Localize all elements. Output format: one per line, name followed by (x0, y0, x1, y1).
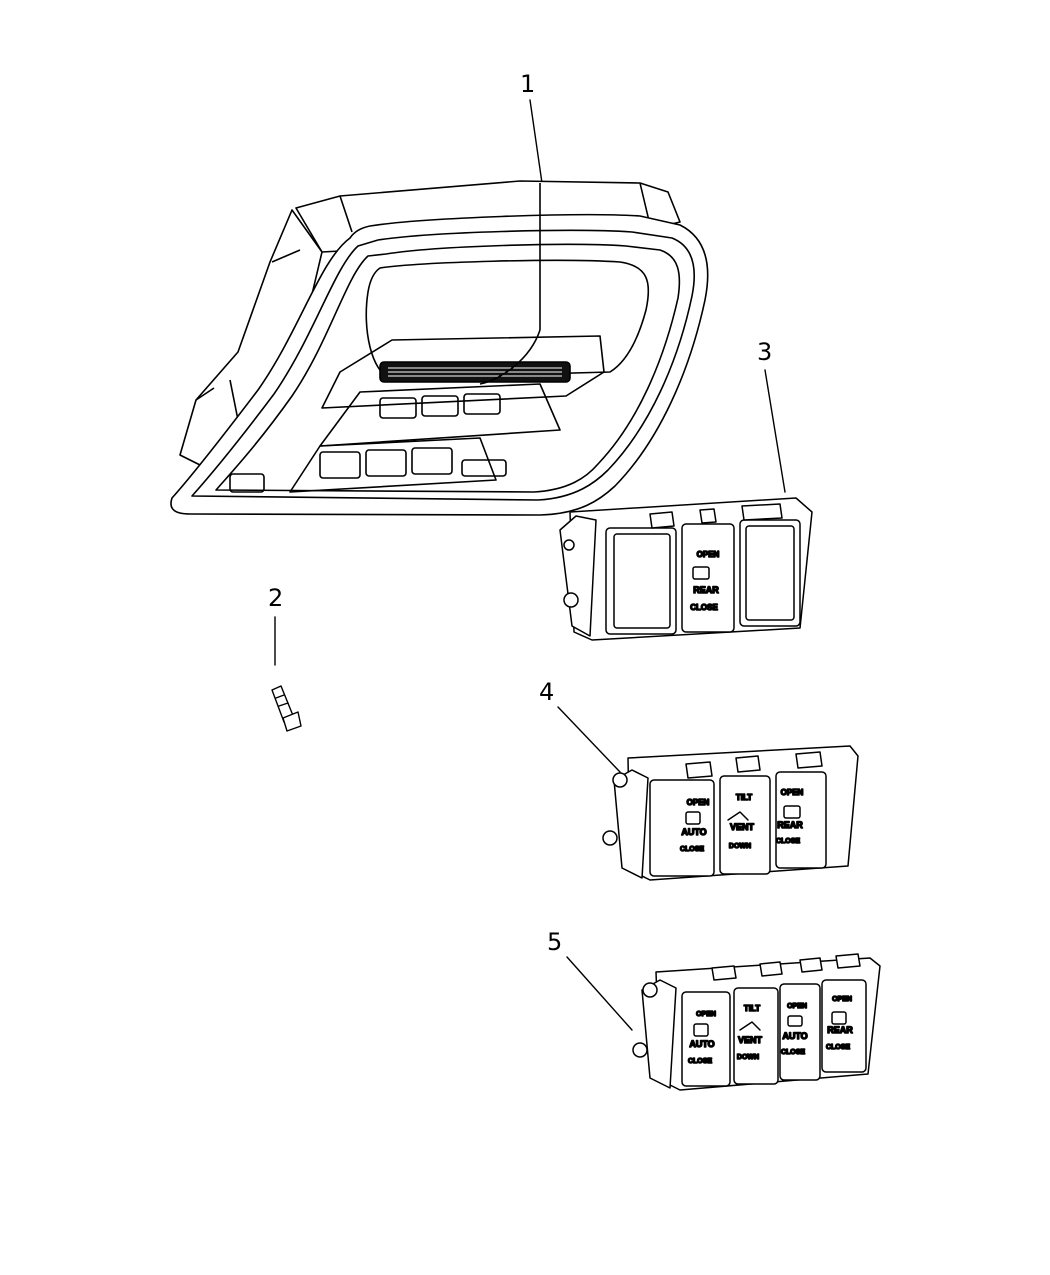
module5-open-1-text: OPEN (696, 1011, 716, 1018)
module4-tilt-text: TILT (736, 793, 752, 802)
module5-close-2-text: CLOSE (781, 1049, 805, 1056)
module4-down-text: DOWN (729, 843, 751, 850)
module4-rear-text: REAR (777, 820, 803, 830)
module5-auto-2-text: AUTO (782, 1031, 807, 1041)
module5-close-3-text: CLOSE (826, 1044, 850, 1051)
module3-rear-text: REAR (693, 585, 719, 595)
module5-vent-text: VENT (738, 1035, 763, 1045)
callout-1: 1 (520, 70, 536, 98)
callout-5: 5 (547, 928, 563, 956)
module5-auto-1-text: AUTO (689, 1039, 714, 1049)
module3-open-text: OPEN (697, 550, 720, 559)
module5-open-3-text: OPEN (832, 996, 852, 1003)
module4-vent-text: VENT (730, 822, 755, 832)
module5-tilt-text: TILT (744, 1004, 760, 1013)
switch-module-5: OPEN AUTO CLOSE TILT VENT DOWN OPEN AUTO… (632, 953, 881, 1091)
module4-close-right-text: CLOSE (776, 838, 800, 845)
module5-rear-text: REAR (827, 1025, 853, 1035)
callout-4: 4 (539, 678, 555, 706)
switch-module-4: OPEN AUTO CLOSE TILT VENT DOWN OPEN REAR… (602, 745, 859, 881)
screw (271, 685, 302, 732)
callout-3: 3 (757, 338, 773, 366)
module3-close-text: CLOSE (690, 603, 718, 612)
switch-module-3: OPEN REAR CLOSE (559, 497, 813, 641)
module4-close-left-text: CLOSE (680, 846, 704, 853)
leader-lines (274, 99, 786, 1031)
module5-down-text: DOWN (737, 1054, 759, 1061)
module5-open-2-text: OPEN (787, 1003, 807, 1010)
module4-open-left-text: OPEN (687, 798, 710, 807)
module4-open-right-text: OPEN (781, 788, 804, 797)
module5-close-1-text: CLOSE (688, 1058, 712, 1065)
overhead-console (170, 180, 709, 516)
module4-auto-text: AUTO (681, 827, 706, 837)
callout-2: 2 (268, 584, 284, 612)
